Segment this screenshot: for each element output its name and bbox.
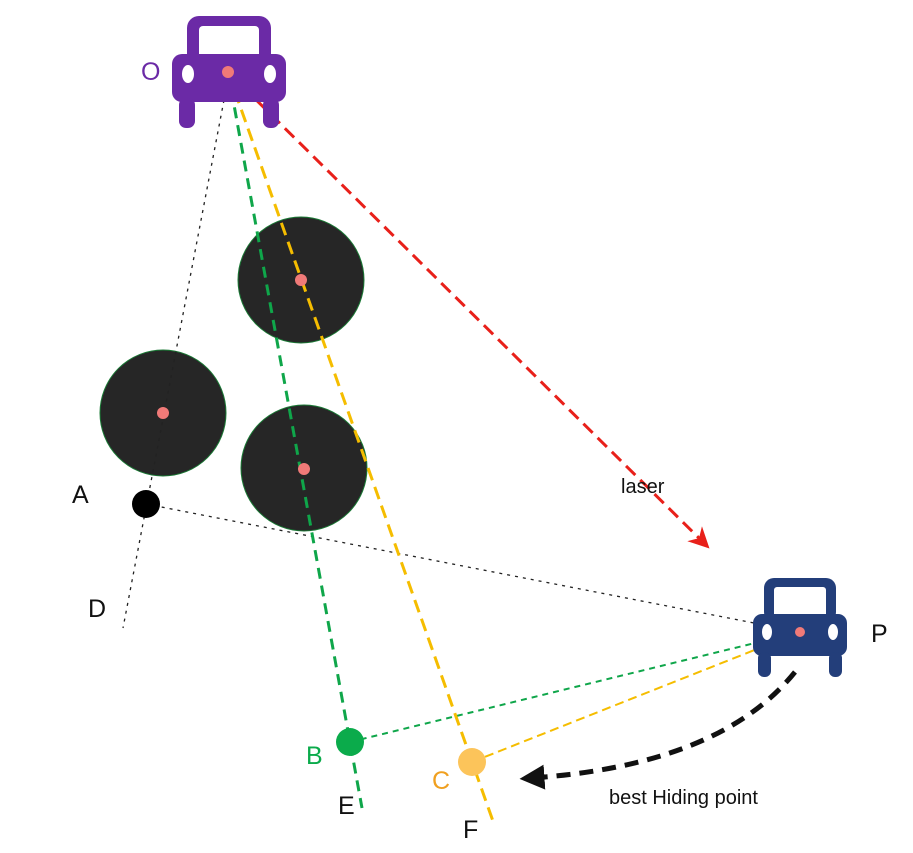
point-c bbox=[458, 748, 486, 776]
laser-arrow bbox=[226, 70, 710, 549]
yellow-ray-c-to-p bbox=[471, 631, 801, 763]
obstacle-center-bottom bbox=[298, 463, 310, 475]
point-a bbox=[132, 490, 160, 518]
label-a: A bbox=[72, 481, 89, 509]
label-p: P bbox=[871, 620, 888, 648]
center-dot-p bbox=[795, 627, 805, 637]
label-d: D bbox=[88, 595, 106, 623]
label-f: F bbox=[463, 816, 478, 844]
ray-a-to-p bbox=[145, 503, 801, 633]
label-c: C bbox=[432, 767, 450, 795]
best-hiding-point-arrow bbox=[519, 670, 797, 790]
center-dot-o bbox=[222, 66, 234, 78]
obstacle-center-left bbox=[157, 407, 169, 419]
label-e: E bbox=[338, 792, 355, 820]
green-ray-b-to-p bbox=[349, 631, 801, 743]
ray-o-to-d bbox=[122, 99, 225, 629]
car-front-icon bbox=[172, 16, 286, 128]
label-o: O bbox=[141, 58, 160, 86]
obstacle-center-top bbox=[295, 274, 307, 286]
label-b: B bbox=[306, 742, 323, 770]
yellow-ray-o-to-f bbox=[226, 71, 496, 825]
label-best-hiding-point: best Hiding point bbox=[609, 787, 758, 809]
point-b bbox=[336, 728, 364, 756]
label-laser: laser bbox=[621, 476, 665, 498]
